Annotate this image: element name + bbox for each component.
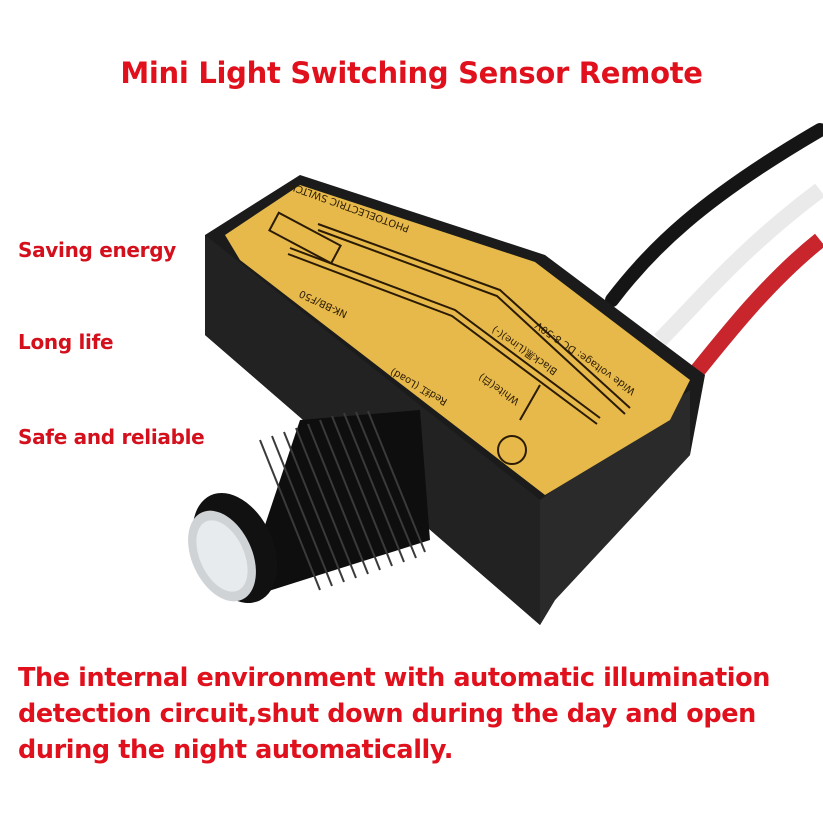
wiring-diagram	[268, 211, 631, 465]
page-title: Mini Light Switching Sensor Remote	[120, 56, 703, 90]
feature-long-life: Long life	[18, 330, 114, 354]
sensor-body	[205, 175, 705, 625]
feature-safe-reliable: Safe and reliable	[18, 425, 205, 449]
wires	[605, 123, 823, 385]
sensor-barrel	[188, 410, 430, 603]
description-text: The internal environment with automatic …	[18, 663, 770, 765]
feature-saving-energy: Saving energy	[18, 238, 176, 262]
